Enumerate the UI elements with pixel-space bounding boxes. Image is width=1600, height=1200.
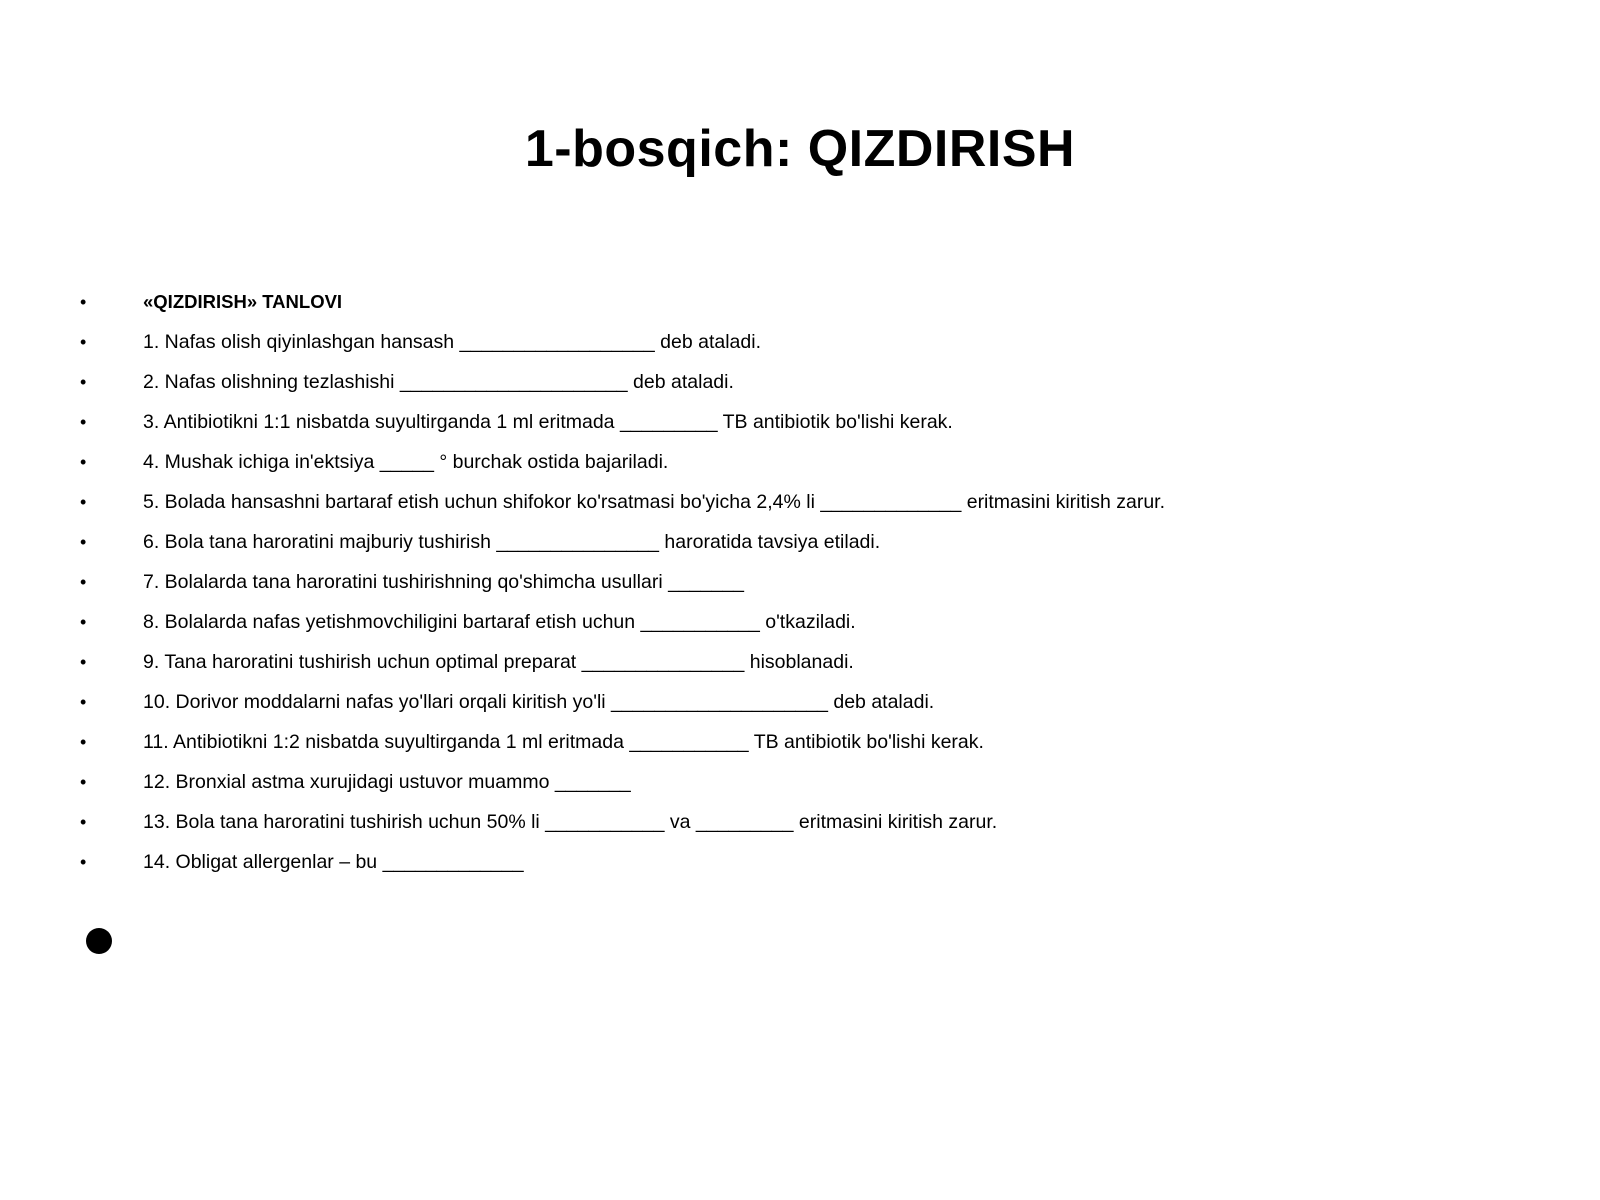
bullet-icon: • [80, 812, 87, 832]
question-text: 2. Nafas olishning tezlashishi _________… [143, 371, 734, 393]
question-text: 5. Bolada hansashni bartaraf etish uchun… [143, 491, 1166, 513]
question-text: 4. Mushak ichiga in'ektsiya _____ ° burc… [143, 451, 669, 473]
slide-title: 1-bosqich: QIZDIRISH [524, 120, 1076, 178]
question-text: 8. Bolalarda nafas yetishmovchiligini ba… [143, 611, 856, 633]
bullet-icon: • [80, 692, 87, 712]
question-text: 11. Antibiotikni 1:2 nisbatda suyultirga… [143, 731, 984, 753]
question-text: 3. Antibiotikni 1:1 nisbatda suyultirgan… [143, 411, 953, 433]
question-text: 1. Nafas olish qiyinlashgan hansash ____… [143, 331, 761, 353]
question-text: 6. Bola tana haroratini majburiy tushiri… [143, 531, 881, 553]
question-text: 7. Bolalarda tana haroratini tushirishni… [143, 571, 745, 593]
bullet-icon: • [80, 332, 87, 352]
bullet-icon: • [80, 372, 87, 392]
question-text: 13. Bola tana haroratini tushirish uchun… [143, 811, 998, 833]
question-text: 14. Obligat allergenlar – bu ___________… [143, 851, 524, 873]
section-heading: «QIZDIRISH» TANLOVI [143, 291, 343, 312]
bullet-icon: • [80, 452, 87, 472]
bullet-icon: • [80, 732, 87, 752]
question-text: 12. Bronxial astma xurujidagi ustuvor mu… [143, 771, 631, 793]
bullet-icon: • [80, 492, 87, 512]
bullet-icon: • [80, 412, 87, 432]
bullet-icon: • [80, 612, 87, 632]
question-text: 10. Dorivor moddalarni nafas yo'llari or… [143, 691, 935, 713]
bullet-icon: • [80, 772, 87, 792]
bullet-icon: • [80, 572, 87, 592]
bullet-icon: • [80, 532, 87, 552]
bullet-icon: • [80, 652, 87, 672]
large-bullet-icon [86, 928, 112, 954]
bullet-icon: • [80, 852, 87, 872]
question-text: 9. Tana haroratini tushirish uchun optim… [143, 651, 854, 673]
bullet-icon: • [80, 292, 87, 312]
